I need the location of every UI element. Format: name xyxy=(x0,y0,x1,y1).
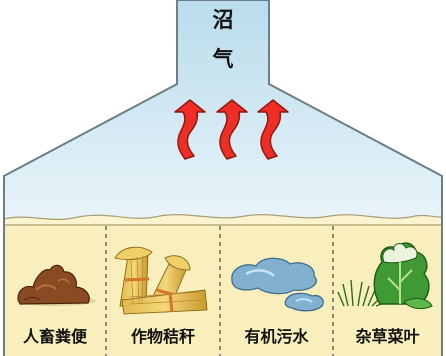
gas-arrows xyxy=(174,99,289,160)
straw-bundle-icon xyxy=(114,246,208,315)
source-label-manure: 人畜粪便 xyxy=(22,327,87,346)
source-label-sewage: 有机污水 xyxy=(244,327,309,346)
gas-arrow-icon xyxy=(216,99,248,160)
source-label-weeds: 杂草菜叶 xyxy=(355,327,420,346)
weeds-leaves-icon xyxy=(337,242,433,310)
gas-arrow-icon xyxy=(174,99,206,160)
source-label-straw: 作物秸秆 xyxy=(130,327,195,346)
manure-icon xyxy=(16,264,96,306)
gas-arrow-icon xyxy=(257,99,289,160)
substrate-surface xyxy=(3,214,443,226)
biogas-title-char-1: 沼 xyxy=(212,8,234,32)
biogas-title-char-2: 气 xyxy=(212,47,234,71)
sewage-puddle-icon xyxy=(231,257,324,312)
